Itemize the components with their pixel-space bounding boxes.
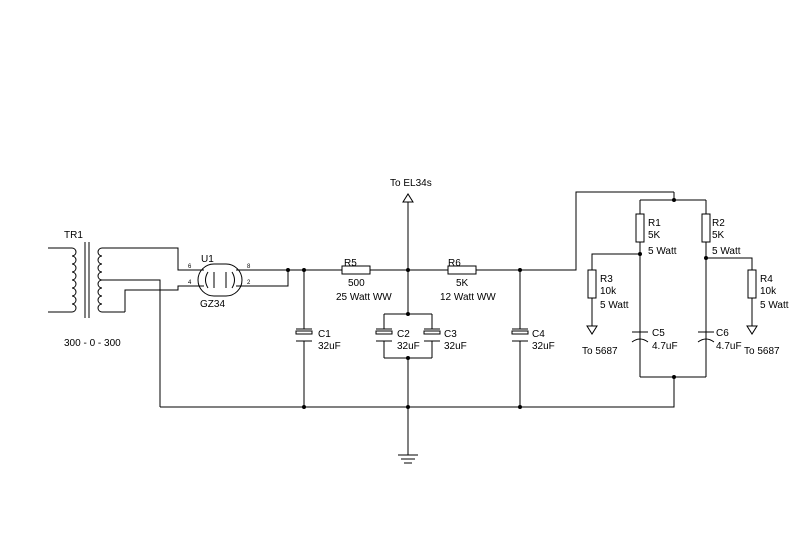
resistor-r3: R3 10k 5 Watt To 5687 — [582, 253, 640, 357]
capacitor-c2: C2 32uF — [375, 314, 420, 358]
node-dot — [406, 356, 410, 360]
r2-ref-label: R2 — [712, 218, 725, 229]
resistor-r5: R5 500 25 Watt WW — [336, 258, 392, 303]
c5-ref-label: C5 — [652, 328, 665, 339]
r3-ref-label: R3 — [600, 274, 613, 285]
node-dot — [286, 268, 290, 272]
c2-value-label: 32uF — [397, 341, 420, 352]
node-dot — [302, 405, 306, 409]
r6-ref-label: R6 — [448, 258, 461, 269]
c1-value-label: 32uF — [318, 341, 341, 352]
r1-rating-label: 5 Watt — [648, 246, 677, 257]
resistor-r1: R1 5K 5 Watt — [635, 200, 677, 377]
r4-ref-label: R4 — [760, 274, 773, 285]
c6-value-label: 4.7uF — [716, 341, 742, 352]
tube-pin8-label: 8 — [247, 264, 251, 270]
tube-pin6-label: 6 — [188, 264, 192, 270]
r5-rating-label: 25 Watt WW — [336, 292, 392, 303]
right-5687-output-label: To 5687 — [744, 346, 780, 357]
r3-value-label: 10k — [600, 286, 617, 297]
r5-ref-label: R5 — [344, 258, 357, 269]
ground-bus — [160, 377, 675, 408]
r2-rating-label: 5 Watt — [712, 246, 741, 257]
node-dot — [672, 375, 676, 379]
resistor-r2: R2 5K 5 Watt — [701, 200, 741, 377]
ground-symbol — [398, 407, 418, 464]
c3-value-label: 32uF — [444, 341, 467, 352]
transformer-rating-label: 300 - 0 - 300 — [64, 338, 121, 349]
c5-value-label: 4.7uF — [652, 341, 678, 352]
tube-pin2-label: 2 — [247, 280, 251, 286]
r5-value-label: 500 — [348, 278, 365, 289]
capacitor-c5: C5 4.7uF — [631, 328, 678, 352]
driver-split-wire — [640, 192, 706, 201]
c4-ref-label: C4 — [532, 329, 545, 340]
resistor-r6: R6 5K 12 Watt WW — [440, 258, 496, 303]
left-5687-output-label: To 5687 — [582, 346, 618, 357]
tube-pin4-wire — [124, 285, 190, 312]
c4-value-label: 32uF — [532, 341, 555, 352]
tube-ref-label: U1 — [201, 254, 214, 265]
r6-rating-label: 12 Watt WW — [440, 292, 496, 303]
rectifier-tube-u1: U1 6 4 8 2 GZ34 — [188, 254, 289, 310]
capacitor-c4: C4 32uF — [511, 270, 555, 407]
capacitor-c1: C1 32uF — [295, 270, 341, 407]
r4-value-label: 10k — [760, 286, 777, 297]
c1-ref-label: C1 — [318, 329, 331, 340]
el34-output-label: To EL34s — [390, 178, 432, 189]
capacitor-c6: C6 4.7uF — [697, 328, 742, 352]
r4-rating-label: 5 Watt — [760, 300, 789, 311]
tube-pin4-label: 4 — [188, 280, 192, 286]
c3-ref-label: C3 — [444, 329, 457, 340]
secondary-top-wire — [102, 247, 190, 271]
c2-c3-bottom-wire — [384, 357, 432, 407]
tube-type-label: GZ34 — [200, 299, 225, 310]
c6-ref-label: C6 — [716, 328, 729, 339]
transformer-tr1: TR1 300 - 0 - 300 — [48, 230, 121, 349]
r6-value-label: 5K — [456, 278, 469, 289]
r3-rating-label: 5 Watt — [600, 300, 629, 311]
c2-ref-label: C2 — [397, 329, 410, 340]
r1-ref-label: R1 — [648, 218, 661, 229]
r2-value-label: 5K — [712, 230, 725, 241]
capacitor-c3: C3 32uF — [423, 314, 467, 358]
node-dot — [518, 405, 522, 409]
transformer-ref-label: TR1 — [64, 230, 83, 241]
secondary-center-tap-wire — [102, 279, 161, 407]
el34-output: To EL34s — [390, 178, 432, 270]
node-dot — [406, 312, 410, 316]
r1-value-label: 5K — [648, 230, 661, 241]
resistor-r4: R4 10k 5 Watt To 5687 — [706, 257, 789, 357]
